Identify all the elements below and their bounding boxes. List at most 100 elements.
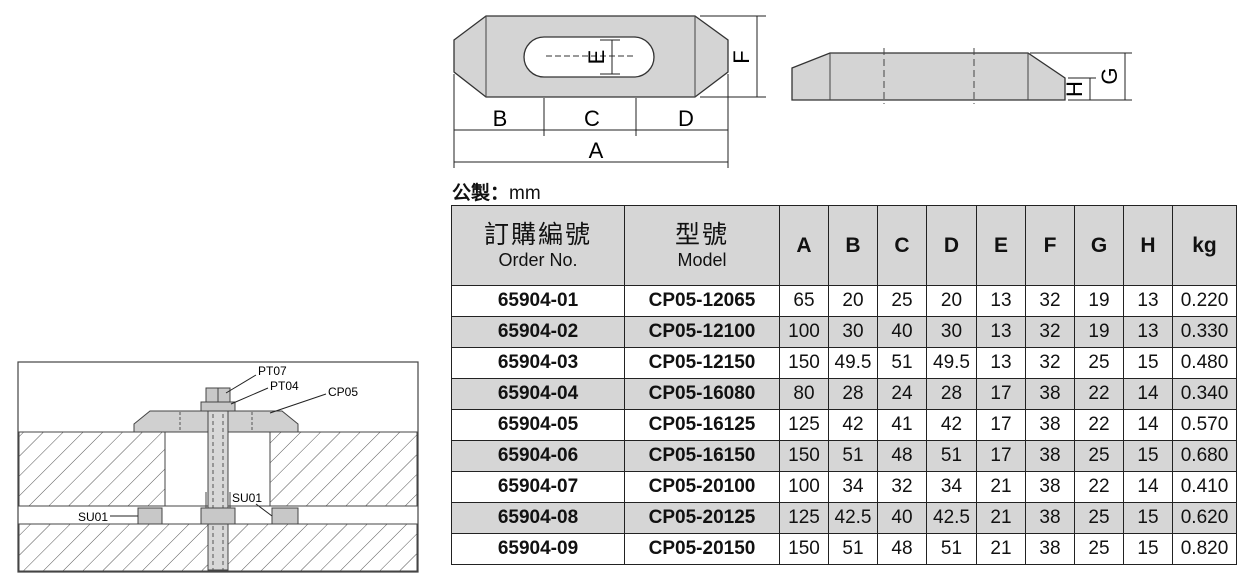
cell-d: 51	[926, 440, 977, 472]
header-row: 訂購編號 Order No. 型號 Model A B C D E F G H …	[451, 205, 1237, 286]
cell-f: 38	[1025, 471, 1075, 503]
cell-order-no: 65904-09	[451, 533, 625, 565]
cell-b: 51	[828, 533, 878, 565]
cell-h: 15	[1123, 533, 1173, 565]
cell-b: 49.5	[828, 347, 878, 379]
unit-separator: ：	[490, 182, 510, 204]
cell-g: 22	[1074, 409, 1124, 441]
cell-e: 17	[976, 378, 1026, 410]
cell-e: 13	[976, 347, 1026, 379]
cell-b: 51	[828, 440, 878, 472]
cell-kg: 0.330	[1172, 316, 1237, 348]
cell-f: 38	[1025, 440, 1075, 472]
cell-f: 32	[1025, 347, 1075, 379]
cell-h: 14	[1123, 471, 1173, 503]
header-col-h: H	[1123, 205, 1173, 286]
cell-e: 17	[976, 440, 1026, 472]
cell-model: CP05-16125	[624, 409, 780, 441]
cell-h: 13	[1123, 316, 1173, 348]
cell-model: CP05-16150	[624, 440, 780, 472]
cell-g: 25	[1074, 347, 1124, 379]
cell-f: 32	[1025, 316, 1075, 348]
label-su01-right: SU01	[232, 491, 262, 505]
support-su01-right	[271, 507, 299, 525]
cell-d: 30	[926, 316, 977, 348]
cell-e: 13	[976, 285, 1026, 317]
table-block-right	[269, 431, 418, 507]
cell-c: 48	[877, 440, 927, 472]
header-model-en: Model	[677, 249, 727, 270]
header-col-b: B	[828, 205, 878, 286]
cell-model: CP05-20100	[624, 471, 780, 503]
support-su01-left	[137, 507, 163, 525]
cell-f: 38	[1025, 502, 1075, 534]
cell-a: 100	[779, 471, 829, 503]
cell-b: 30	[828, 316, 878, 348]
cell-model: CP05-16080	[624, 378, 780, 410]
cell-kg: 0.410	[1172, 471, 1237, 503]
unit-value: mm	[509, 183, 541, 204]
cell-h: 15	[1123, 502, 1173, 534]
cell-kg: 0.820	[1172, 533, 1237, 565]
cell-a: 150	[779, 347, 829, 379]
header-col-kg: kg	[1172, 205, 1237, 286]
assembly-drawing: PT07 PT04 CP05 SU01 SU01	[17, 361, 419, 573]
cell-f: 32	[1025, 285, 1075, 317]
cell-model: CP05-12100	[624, 316, 780, 348]
cell-e: 21	[976, 502, 1026, 534]
header-col-c: C	[877, 205, 927, 286]
header-model: 型號 Model	[624, 205, 780, 286]
label-pt04: PT04	[270, 379, 299, 393]
cell-f: 38	[1025, 533, 1075, 565]
cell-e: 21	[976, 471, 1026, 503]
cell-d: 49.5	[926, 347, 977, 379]
cell-e: 13	[976, 316, 1026, 348]
cell-a: 100	[779, 316, 829, 348]
cell-c: 40	[877, 316, 927, 348]
dim-e-label: E	[584, 50, 609, 65]
dim-f-label: F	[729, 50, 754, 63]
cell-order-no: 65904-01	[451, 285, 625, 317]
header-order-en: Order No.	[498, 249, 578, 270]
cell-f: 38	[1025, 378, 1075, 410]
cell-c: 40	[877, 502, 927, 534]
dim-a-label: A	[589, 138, 604, 163]
cell-h: 15	[1123, 347, 1173, 379]
dim-b-label: B	[493, 106, 508, 131]
label-su01-left: SU01	[78, 510, 108, 524]
cell-e: 17	[976, 409, 1026, 441]
cell-kg: 0.620	[1172, 502, 1237, 534]
cell-model: CP05-12150	[624, 347, 780, 379]
dim-c-label: C	[584, 106, 600, 131]
cell-c: 25	[877, 285, 927, 317]
clamp-slot	[523, 36, 655, 78]
cell-order-no: 65904-08	[451, 502, 625, 534]
washer-pt04	[200, 401, 236, 412]
cell-d: 20	[926, 285, 977, 317]
cell-c: 48	[877, 533, 927, 565]
cell-order-no: 65904-05	[451, 409, 625, 441]
cell-a: 125	[779, 502, 829, 534]
cell-h: 14	[1123, 378, 1173, 410]
stud-bolt	[207, 399, 229, 571]
cell-b: 34	[828, 471, 878, 503]
cell-d: 28	[926, 378, 977, 410]
cell-c: 24	[877, 378, 927, 410]
cell-a: 80	[779, 378, 829, 410]
label-pt07: PT07	[258, 364, 287, 378]
cell-a: 150	[779, 440, 829, 472]
cell-g: 22	[1074, 471, 1124, 503]
top-view-drawing: E F B C D A	[453, 15, 766, 168]
label-cp05: CP05	[328, 385, 358, 399]
cell-order-no: 65904-06	[451, 440, 625, 472]
header-model-zh: 型號	[674, 219, 729, 249]
dim-g-label: G	[1097, 67, 1122, 84]
cell-e: 21	[976, 533, 1026, 565]
cell-c: 41	[877, 409, 927, 441]
